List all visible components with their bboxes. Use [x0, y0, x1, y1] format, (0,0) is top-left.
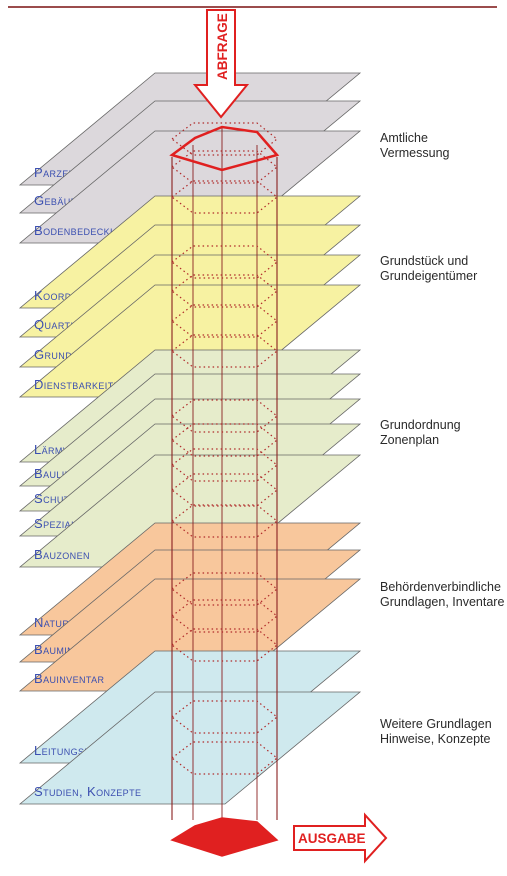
ausgabe-label: AUSGABE	[298, 831, 366, 846]
layers: ParzellenGebäudeBodenbedeckungKoordinate…	[18, 72, 362, 805]
layer-label: Bauinventar	[34, 671, 105, 686]
output-block	[170, 817, 279, 857]
layer-dienstbarkeiten: Dienstbarkeiten	[18, 284, 362, 398]
layer-bodenbedeckung: Bodenbedeckung	[18, 130, 362, 244]
abfrage-arrow: ABFRAGE	[192, 9, 250, 119]
layer-studien-konzepte: Studien, Konzepte	[18, 691, 362, 805]
layer-label: Studien, Konzepte	[34, 784, 141, 799]
ausgabe-arrow: AUSGABE	[293, 812, 388, 864]
group-label-behoerden: Behördenverbindliche Grundlagen, Inventa…	[380, 580, 505, 609]
query-outline	[169, 125, 280, 172]
layer-bauzonen: Bauzonen	[18, 454, 362, 568]
query-shaft	[169, 122, 280, 820]
group-label-grundstueck: Grundstück und Grundeigentümer	[380, 254, 478, 283]
group-label-grundordnung: Grundordnung Zonenplan	[380, 418, 461, 447]
layer-label: Dienstbarkeiten	[34, 377, 127, 392]
group-label-weitere: Weitere Grundlagen Hinweise, Konzepte	[380, 717, 492, 746]
layer-plane	[18, 691, 362, 805]
output-shape	[170, 817, 279, 857]
abfrage-arrow-shape	[192, 9, 250, 119]
layer-label: Bodenbedeckung	[34, 223, 131, 238]
group-label-amtliche-vermessung: Amtliche Vermessung	[380, 131, 450, 160]
abfrage-label: ABFRAGE	[215, 13, 230, 80]
layer-label: Bauzonen	[34, 547, 90, 562]
ausgabe-arrow-shape	[293, 812, 388, 864]
